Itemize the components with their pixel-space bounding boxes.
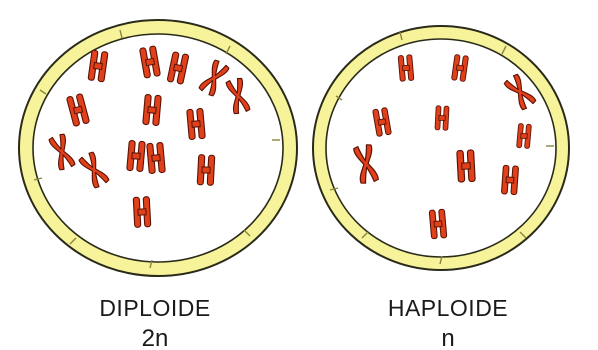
diploid-cell <box>19 20 297 276</box>
haploid-title: HAPLOIDE <box>388 295 508 321</box>
diploid-title: DIPLOIDE <box>99 295 210 321</box>
diploid-ploidy: 2n <box>142 325 169 350</box>
haploid-cell <box>313 26 569 270</box>
haploid-ploidy: n <box>441 325 454 350</box>
chromosome <box>451 54 468 81</box>
chromosome <box>88 50 108 82</box>
